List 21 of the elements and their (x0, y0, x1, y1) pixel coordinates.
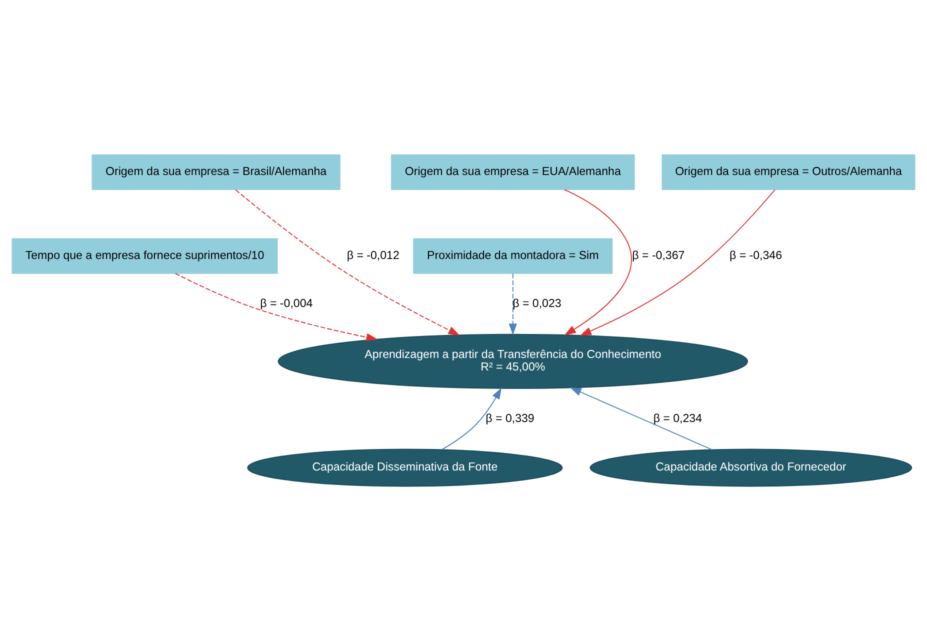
edge-label: β = -0,012 (346, 250, 400, 262)
node-box: Origem da sua empresa = Outros/Alemanha (662, 154, 916, 190)
edge-label: β = -0,367 (632, 250, 685, 262)
arrow (570, 386, 713, 450)
edge-label: β = -0,346 (729, 250, 782, 262)
node-box: Origem da sua empresa = Brasil/Alemanha (92, 154, 340, 190)
node-box: Origem da sua empresa = EUA/Alemanha (390, 154, 635, 190)
arrow (174, 272, 378, 341)
node-ellipse: Capacidade Absortiva do Fornecedor (590, 448, 912, 486)
edge-label: β = 0,234 (653, 412, 702, 424)
arrow (235, 188, 460, 335)
arrow (441, 387, 502, 450)
edge-label: β = -0,004 (260, 297, 313, 310)
node-ellipse: Capacidade Disseminativa da Fonte (247, 448, 563, 486)
arrow (508, 272, 517, 335)
arrow (580, 188, 776, 336)
edge-label: β = 0,339 (486, 412, 534, 424)
node-box: Tempo que a empresa fornece suprimentos/10 (12, 238, 278, 274)
node-box: Proximidade da montadora = Sim (413, 238, 613, 274)
arrow (564, 188, 632, 335)
edge-label: β = 0,023 (512, 297, 562, 310)
